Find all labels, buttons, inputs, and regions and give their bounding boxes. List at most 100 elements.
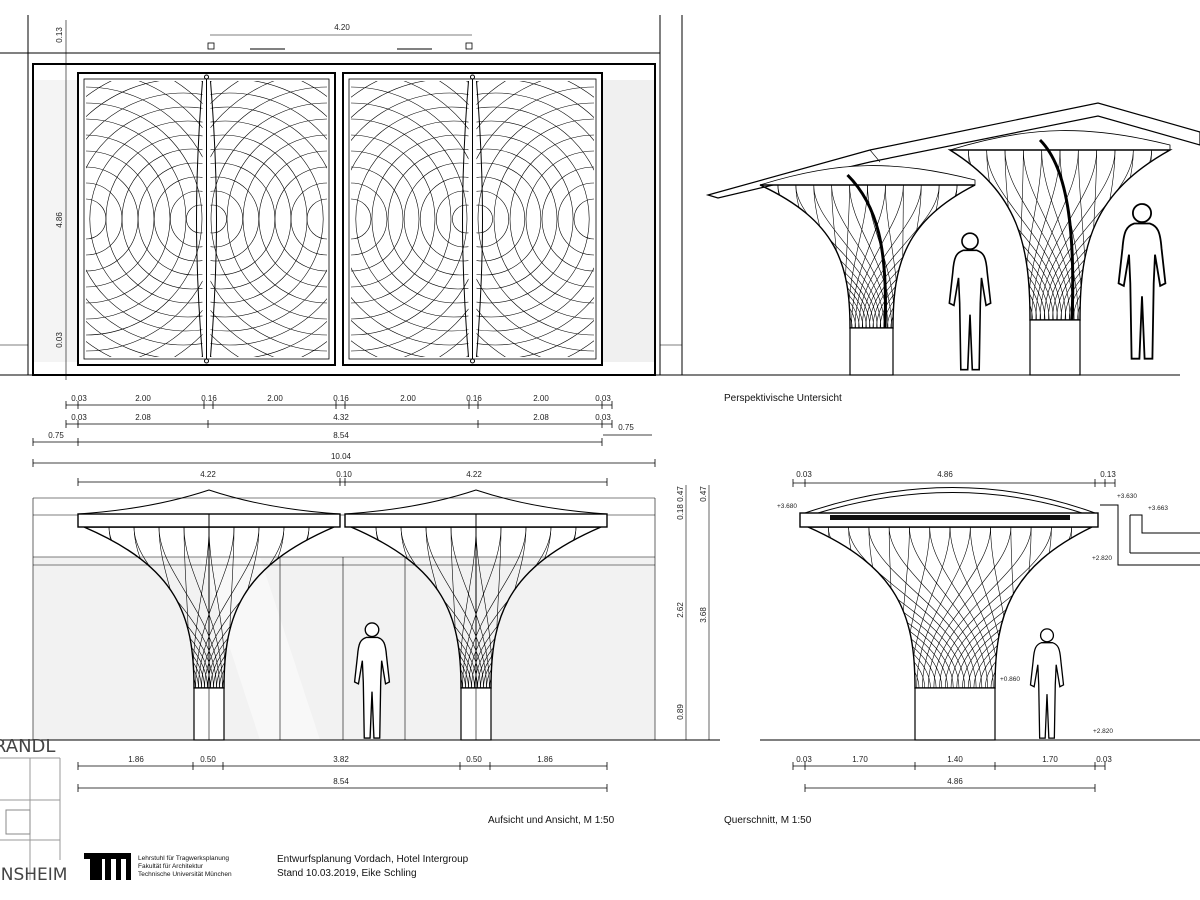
dimension-label: 4.22 bbox=[466, 470, 482, 479]
dimension-label: 4.22 bbox=[200, 470, 216, 479]
lattice-rib bbox=[813, 185, 885, 328]
lattice-rib bbox=[888, 527, 983, 688]
lattice-rib bbox=[808, 527, 943, 688]
lattice-rib bbox=[351, 150, 420, 288]
dimension-label: 2.00 bbox=[400, 394, 416, 403]
elevation-dim-vertical: 0.47 bbox=[676, 486, 685, 502]
lattice-rib bbox=[186, 204, 203, 234]
lattice-rib bbox=[477, 102, 594, 336]
lattice-rib bbox=[86, 134, 171, 304]
lattice-rib bbox=[274, 166, 327, 272]
lattice-rib bbox=[1050, 527, 1092, 688]
lattice-rib bbox=[865, 185, 958, 328]
lattice-rib bbox=[848, 527, 971, 688]
lattice-rib bbox=[476, 106, 594, 332]
lattice-rib bbox=[973, 527, 1092, 688]
lattice-rib bbox=[984, 527, 1092, 688]
lattice-rib bbox=[86, 150, 155, 288]
lattice-rib bbox=[476, 162, 542, 276]
level-marker: +2.820 bbox=[1092, 555, 1112, 562]
dimension-label: 4.86 bbox=[937, 470, 953, 479]
dimension-label: 0.03 bbox=[71, 413, 87, 422]
dimension-label: 0.50 bbox=[466, 755, 482, 764]
dimension-label: 1.70 bbox=[852, 755, 868, 764]
lattice-rib bbox=[1072, 527, 1092, 688]
plan-view: 4.20 0.13 4.86 0.03 bbox=[0, 15, 700, 380]
lattice-rib bbox=[351, 118, 452, 320]
lattice-rib bbox=[939, 527, 1052, 688]
lattice-rib bbox=[351, 102, 468, 336]
dimension-label: 2.08 bbox=[135, 413, 151, 422]
lattice-rib bbox=[990, 527, 1092, 688]
elevation-dim-vertical: 3.68 bbox=[699, 607, 708, 623]
lattice-rib bbox=[868, 527, 977, 688]
person-silhouette bbox=[948, 232, 992, 371]
lattice-rib bbox=[922, 527, 991, 688]
lattice-rib bbox=[258, 150, 327, 288]
dimension-label: 0.75 bbox=[618, 423, 634, 432]
plan-dim-vertical: 4.86 bbox=[55, 212, 64, 228]
dimension-chain: 4.86 bbox=[804, 777, 1096, 792]
tum-logo bbox=[84, 853, 131, 880]
dimension-label: 2.00 bbox=[135, 394, 151, 403]
lattice-rib bbox=[525, 150, 594, 288]
dimension-label: 1.86 bbox=[537, 755, 553, 764]
lattice-rib bbox=[462, 527, 502, 688]
lattice-rib bbox=[351, 106, 469, 332]
lattice-rib bbox=[760, 185, 827, 328]
lattice-rib bbox=[476, 120, 590, 318]
lattice-rib bbox=[795, 185, 882, 328]
lattice-rib bbox=[760, 185, 871, 328]
elevation-view: 0.18 0.47 0.47 2.62 3.68 0.89 Aufsicht u… bbox=[0, 485, 720, 826]
lattice-rib bbox=[808, 527, 937, 688]
lattice-rib bbox=[89, 120, 203, 318]
level-marker: +3.663 bbox=[1148, 505, 1168, 512]
lattice-rib bbox=[493, 118, 594, 320]
dimension-label: 10.04 bbox=[331, 452, 352, 461]
tum-line: Technische Universität München bbox=[138, 871, 232, 878]
dimension-label: 0.16 bbox=[201, 394, 217, 403]
lattice-rib bbox=[933, 527, 1032, 688]
level-marker: +3.630 bbox=[1117, 493, 1137, 500]
dimension-label: 0.50 bbox=[200, 755, 216, 764]
lattice-rib bbox=[210, 102, 327, 336]
dimension-label: 1.70 bbox=[1042, 755, 1058, 764]
lattice-rib bbox=[808, 527, 843, 688]
lattice-rib bbox=[1035, 150, 1097, 320]
dimension-chain: 4.22 0.10 4.22 bbox=[77, 470, 608, 486]
dimension-label: 0.10 bbox=[336, 470, 352, 479]
lattice-rib bbox=[387, 148, 469, 290]
lattice-rib bbox=[509, 134, 594, 304]
lattice-rib bbox=[808, 527, 826, 688]
lattice-rib bbox=[476, 176, 526, 262]
dimension-label: 0.16 bbox=[333, 394, 349, 403]
dimension-label: 2.08 bbox=[533, 413, 549, 422]
lattice-rib bbox=[195, 527, 235, 688]
lattice-rib bbox=[808, 527, 855, 688]
lattice-rib bbox=[1119, 527, 1200, 688]
lattice-rib bbox=[557, 182, 594, 256]
lattice-rib bbox=[476, 92, 594, 346]
level-marker: +3.680 bbox=[777, 503, 797, 510]
lattice-rib bbox=[808, 527, 872, 688]
lattice-rib bbox=[425, 527, 487, 688]
person-silhouette bbox=[1117, 202, 1167, 360]
lattice-rib bbox=[403, 162, 469, 276]
dimension-label: 4.32 bbox=[333, 413, 349, 422]
lattice-rib bbox=[927, 527, 1012, 688]
lattice-rib bbox=[210, 204, 227, 234]
dimension-label: 1.86 bbox=[128, 755, 144, 764]
elevation-title: Aufsicht und Ansicht, M 1:50 bbox=[488, 815, 615, 826]
lattice-rib bbox=[198, 527, 260, 688]
lattice-rib bbox=[760, 185, 857, 328]
lattice-rib bbox=[861, 185, 940, 328]
lattice-rib bbox=[419, 176, 469, 262]
lattice-rib bbox=[854, 185, 904, 328]
lattice-rib bbox=[450, 527, 490, 688]
lattice-rib bbox=[465, 527, 527, 688]
lattice-rib bbox=[760, 185, 849, 328]
lattice-rib bbox=[858, 185, 922, 328]
